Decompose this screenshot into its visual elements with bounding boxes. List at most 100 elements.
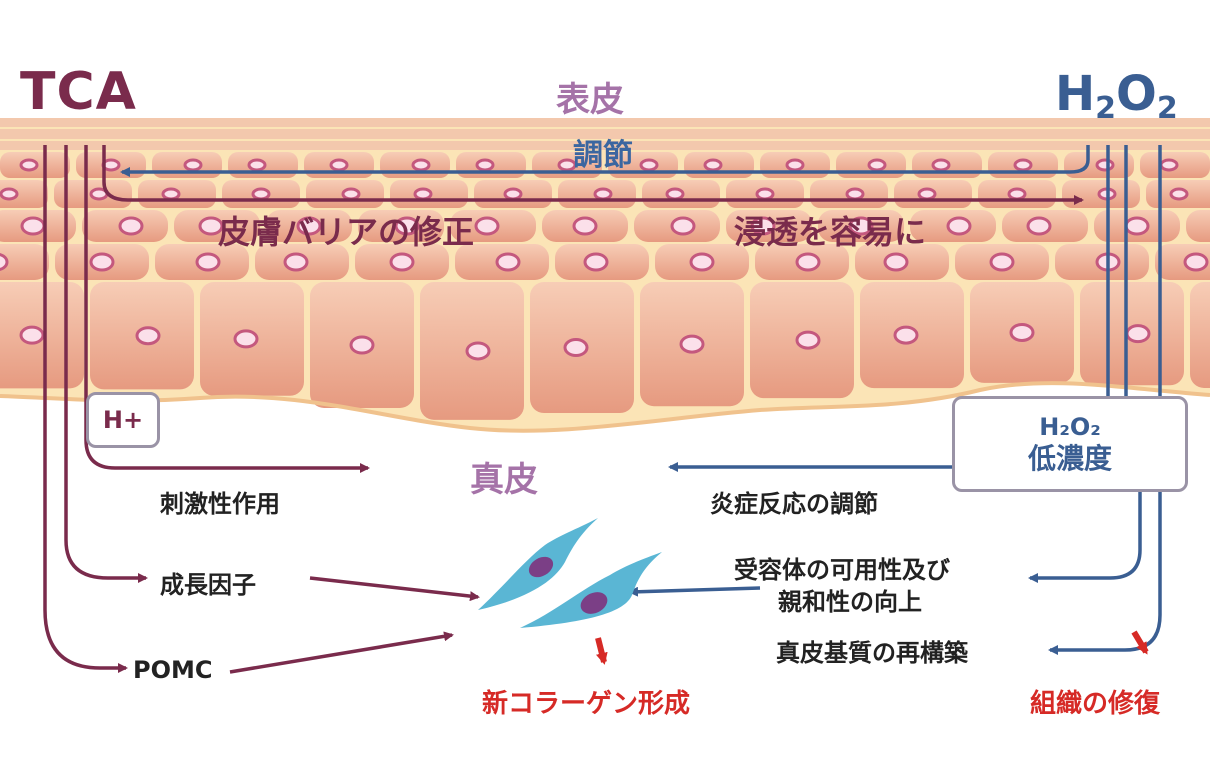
cell-nucleus (0, 187, 19, 201)
cell-nucleus (474, 216, 500, 236)
cell-nucleus (89, 252, 115, 272)
h2o2-line-regulation (120, 145, 1090, 177)
cell-nucleus (795, 330, 821, 350)
cell-nucleus (557, 158, 577, 172)
box-h2o2-label: H₂O₂ (1039, 413, 1101, 441)
cell-nucleus (670, 216, 696, 236)
new-collagen-label: 新コラーゲン形成 (482, 689, 691, 719)
regulation-label: 調節 (573, 138, 633, 173)
cell-nucleus (161, 187, 181, 201)
tca-line-pomc (43, 145, 128, 673)
cell-nucleus (183, 158, 203, 172)
dermal-matrix-label: 真皮基質の再構築 (776, 639, 968, 667)
cell-nucleus (389, 252, 415, 272)
cell-nucleus (283, 252, 309, 272)
h-plus-label: H+ (102, 406, 144, 434)
cell-nucleus (750, 216, 776, 236)
cell-nucleus (946, 216, 972, 236)
box-low-conc-label: 低濃度 (1027, 442, 1112, 475)
cell-nucleus (20, 216, 46, 236)
cell-nucleus (639, 158, 659, 172)
cell-nucleus (251, 187, 271, 201)
cell-nucleus (1159, 158, 1179, 172)
fibroblast-cells (478, 518, 662, 628)
cell-nucleus (503, 187, 523, 201)
tissue-repair-label: 組織の修復 (1030, 689, 1161, 719)
cell-nucleus (848, 216, 874, 236)
cell-nucleus (0, 252, 9, 272)
result-arrows (595, 630, 1149, 665)
cell-nucleus (563, 338, 589, 358)
cell-nucleus (495, 252, 521, 272)
epidermis-label: 表皮 (556, 80, 624, 120)
cell-nucleus (755, 187, 775, 201)
arrow-to-tissue-repair (1131, 630, 1149, 655)
skin-cells (0, 152, 1210, 420)
cell-nucleus (135, 326, 161, 346)
cell-nucleus (198, 216, 224, 236)
cell-nucleus (583, 252, 609, 272)
pomc-label: POMC (133, 656, 213, 684)
arrow-growth-to-fibroblast (309, 576, 480, 602)
cell-nucleus (867, 158, 887, 172)
receptor-label-line2: 親和性の向上 (778, 588, 922, 616)
cell-nucleus (394, 216, 420, 236)
h2o2-label: H2O2 (1055, 66, 1178, 126)
receptor-label-line1: 受容体の可用性及び (734, 556, 950, 584)
irritation-label: 刺激性作用 (160, 490, 280, 518)
cell-nucleus (883, 252, 909, 272)
cell-nucleus (413, 187, 433, 201)
cell-nucleus (1125, 324, 1151, 344)
cell-nucleus (572, 216, 598, 236)
arrow-to-collagen (595, 637, 608, 665)
arrow-receptor-to-fibroblast (628, 586, 761, 597)
cell-nucleus (917, 187, 937, 201)
cell-nucleus (296, 216, 322, 236)
easy-penetration-label: 浸透を容易に (734, 213, 927, 251)
h2o2-line-matrix (1048, 145, 1162, 655)
cell-nucleus (893, 325, 919, 345)
cell-nucleus (1026, 216, 1052, 236)
cell-nucleus (1013, 158, 1033, 172)
growth-factor-label: 成長因子 (160, 571, 256, 599)
cell-nucleus (989, 252, 1015, 272)
cell-nucleus (795, 252, 821, 272)
inflammation-label: 炎症反応の調節 (710, 490, 878, 518)
h2o2-low-conc-box: H₂O₂ 低濃度 (952, 396, 1188, 492)
cell-nucleus (1124, 216, 1150, 236)
cell-nucleus (247, 158, 267, 172)
cell-nucleus (19, 158, 39, 172)
tca-line-growth (64, 145, 148, 583)
cell-nucleus (341, 187, 361, 201)
cell-nucleus (233, 329, 259, 349)
cell-nucleus (465, 341, 491, 361)
tca-label: TCA (20, 62, 137, 122)
cell-nucleus (665, 187, 685, 201)
basement-membrane (0, 381, 1210, 433)
cell-nucleus (411, 158, 431, 172)
cell-nucleus (329, 158, 349, 172)
cell-nucleus (195, 252, 221, 272)
cell-nucleus (118, 216, 144, 236)
skin-cell (1190, 282, 1210, 388)
dermis-label: 真皮 (470, 460, 538, 500)
skin-cell (0, 244, 49, 280)
cell-nucleus (679, 334, 705, 354)
barrier-repair-label: 皮膚バリアの修正 (218, 213, 475, 251)
fibroblast-2 (520, 552, 662, 628)
tca-line-barrier (102, 145, 1084, 205)
cell-nucleus (689, 252, 715, 272)
cell-nucleus (703, 158, 723, 172)
cell-nucleus (1095, 158, 1115, 172)
skin-cell (0, 180, 48, 208)
h-plus-box: H+ (86, 392, 160, 448)
stratum-corneum (0, 118, 1210, 150)
cell-nucleus (19, 325, 45, 345)
arrow-pomc-to-fibroblast (229, 631, 454, 674)
cell-nucleus (1169, 187, 1189, 201)
cell-nucleus (349, 335, 375, 355)
cell-nucleus (1007, 187, 1027, 201)
h2o2-line-receptor (1028, 492, 1142, 583)
